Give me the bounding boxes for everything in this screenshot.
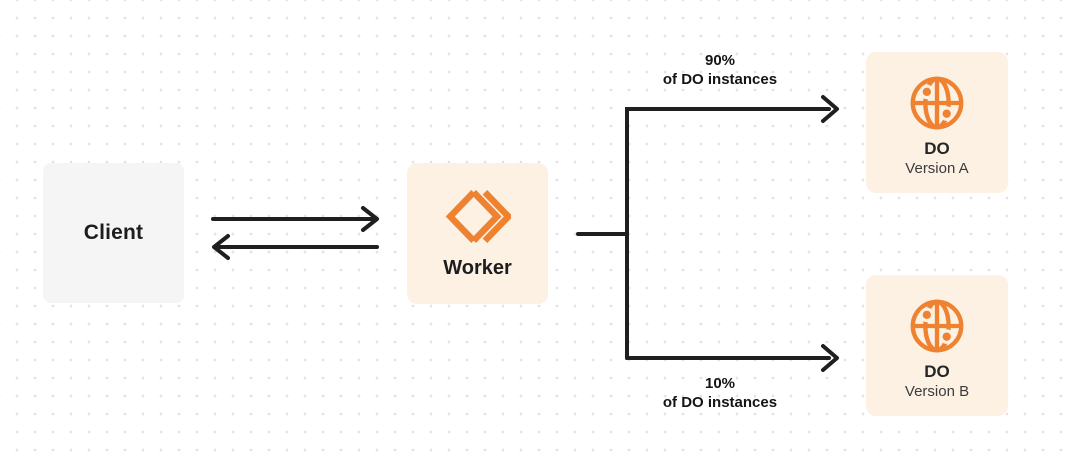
client-label: Client [83, 221, 144, 244]
do-version-b-node: DO Version B [866, 275, 1008, 416]
do-version-a-node: DO Version A [866, 52, 1008, 193]
workers-chevron-icon [445, 187, 513, 246]
top-branch-label: 90% of DO instances [620, 51, 820, 89]
arrowhead-top-branch-icon [821, 95, 839, 123]
branch-top-line [625, 107, 831, 360]
globe-durable-object-icon [906, 295, 968, 357]
globe-durable-object-icon [906, 72, 968, 134]
arrowhead-left-icon [212, 234, 230, 260]
top-branch-label-percent: 90% [704, 52, 736, 69]
client-node: Client [43, 163, 184, 303]
do-a-title: DO [924, 138, 950, 158]
bottom-branch-label-text: of DO instances [662, 394, 778, 411]
bottom-branch-label: 10% of DO instances [620, 374, 820, 412]
do-b-subtitle: Version B [904, 382, 970, 400]
arrowhead-right-icon [361, 206, 379, 232]
top-branch-label-text: of DO instances [662, 71, 778, 88]
do-b-title: DO [924, 361, 950, 381]
bottom-branch-label-percent: 10% [704, 375, 736, 392]
worker-label: Worker [443, 257, 512, 279]
do-a-subtitle: Version A [905, 159, 969, 177]
worker-node: Worker [407, 163, 548, 304]
arrowhead-bottom-branch-icon [821, 344, 839, 372]
